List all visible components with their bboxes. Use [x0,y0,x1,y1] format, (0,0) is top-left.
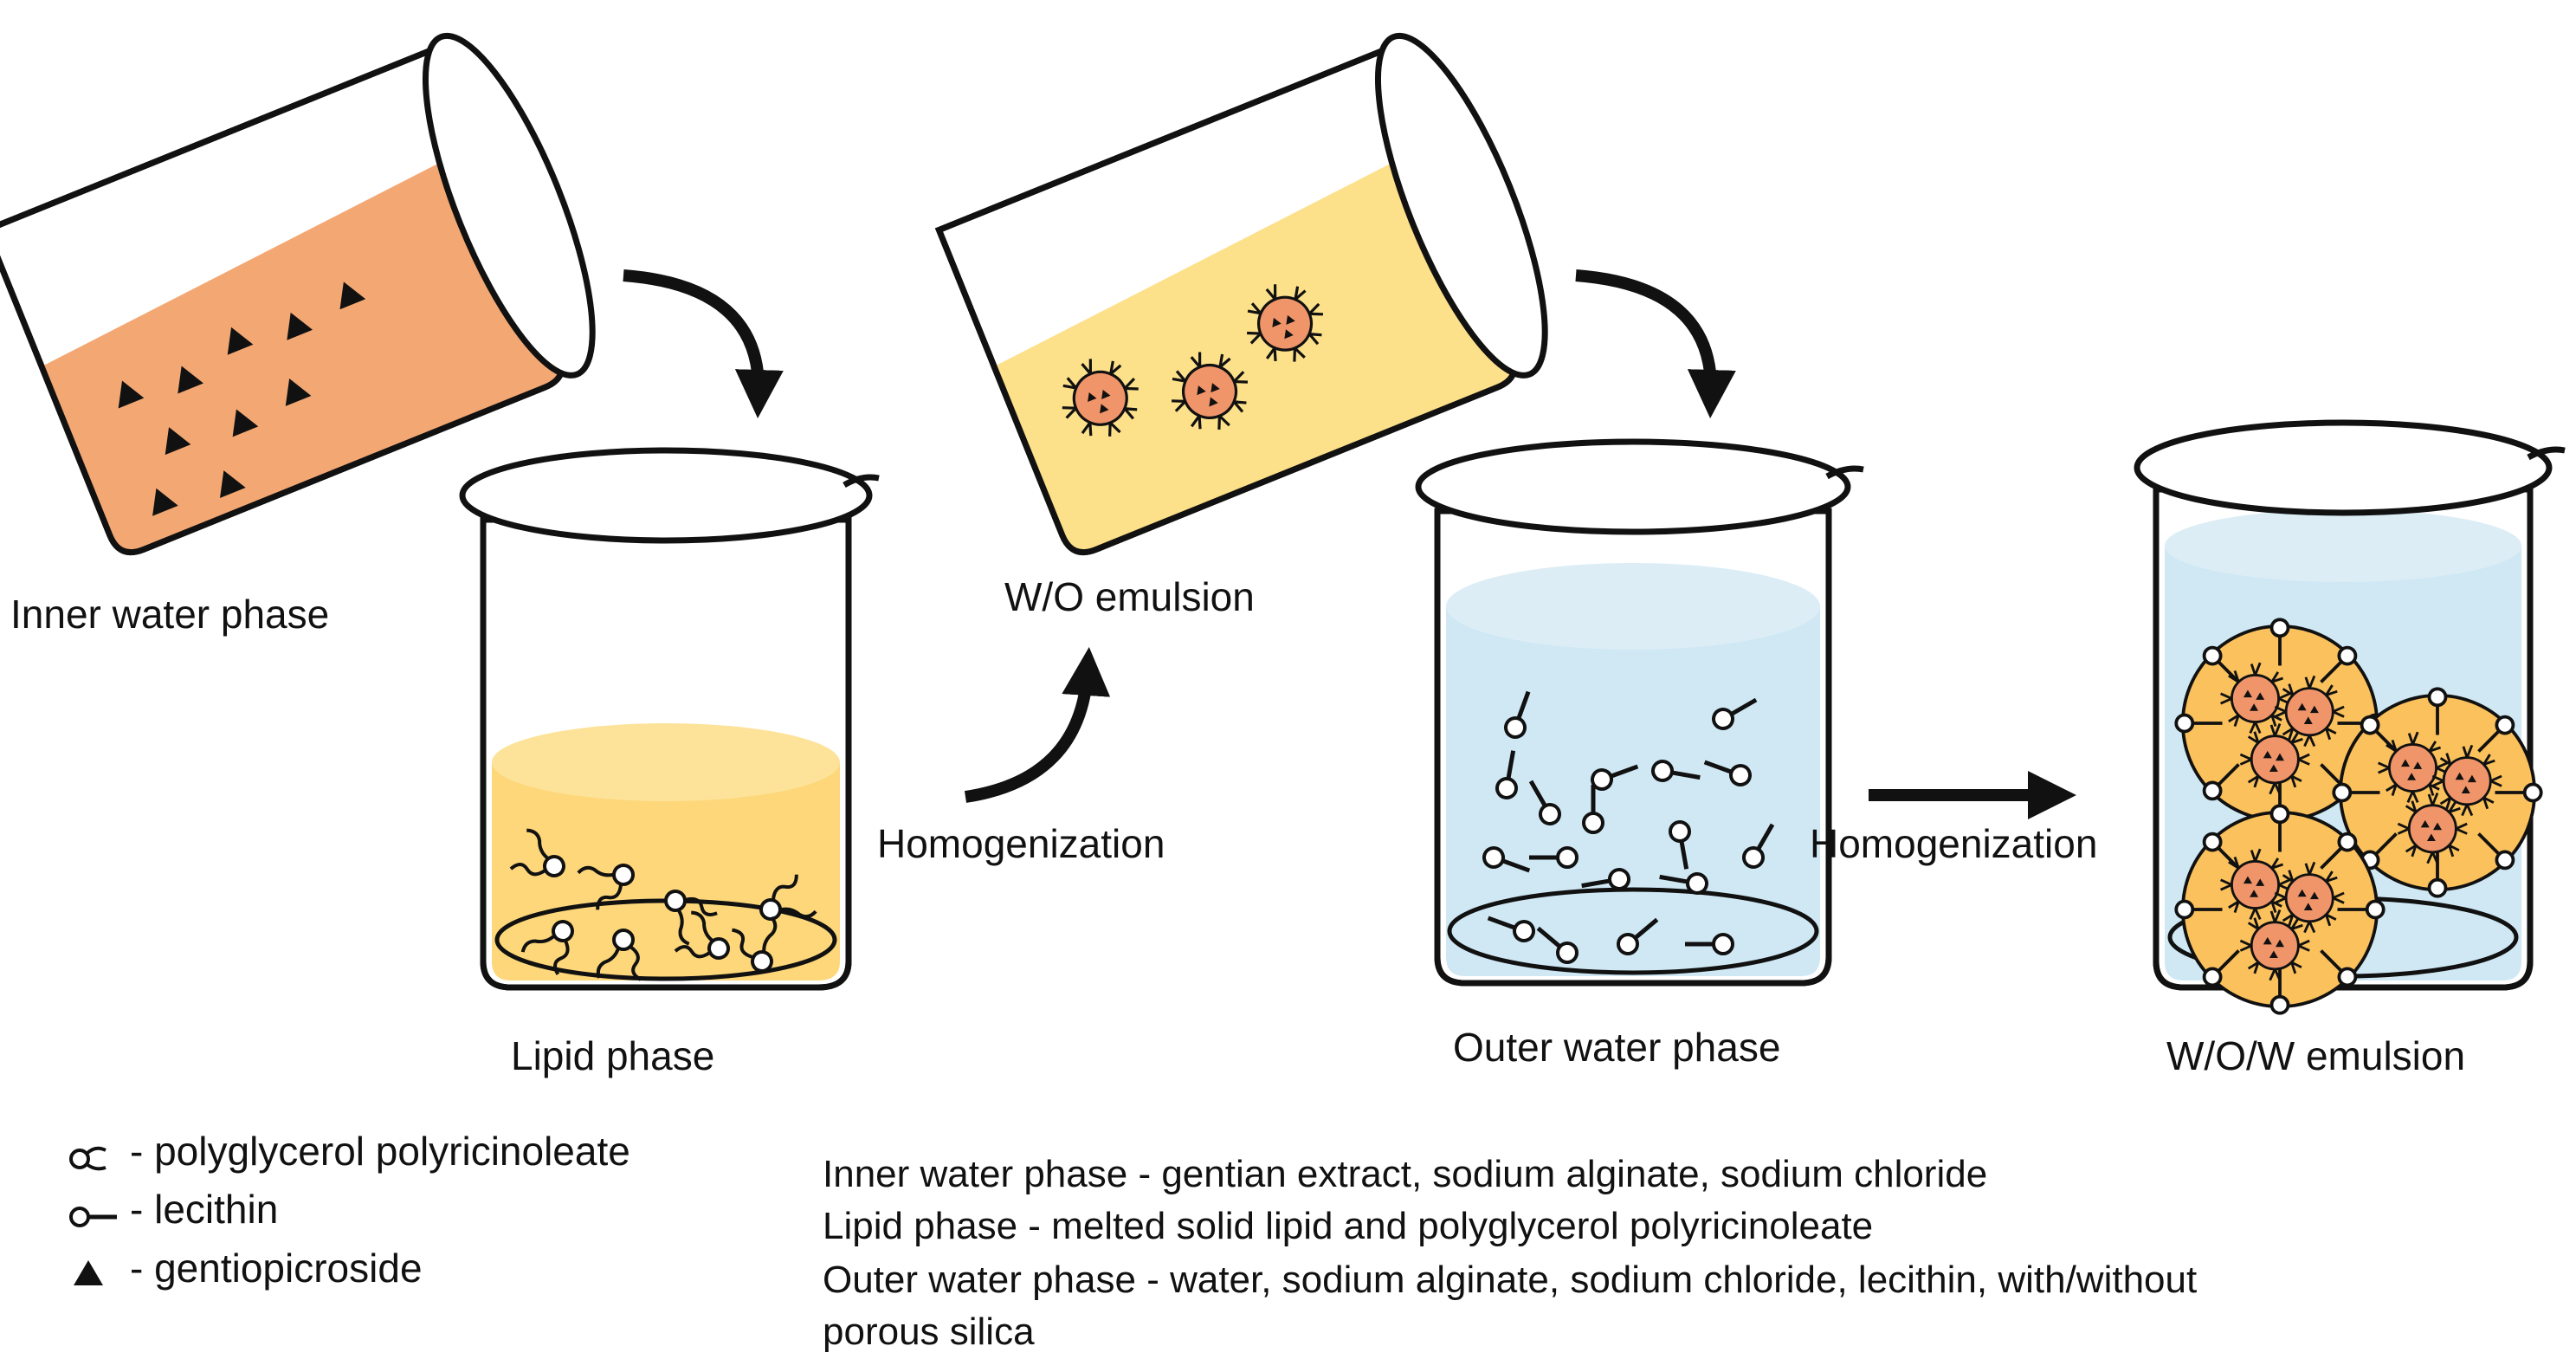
lecithin-icon [69,1207,117,1227]
legend-text-lecithin: - lecithin [130,1187,278,1232]
label-wo-emulsion: W/O emulsion [1004,574,1255,619]
note-outer-water: Outer water phase - water, sodium algina… [823,1259,2197,1301]
homogenization-arrow-1 [964,647,1111,803]
legend-text-gentiopicroside: - gentiopicroside [130,1246,423,1291]
label-inner-water-phase: Inner water phase [10,592,329,637]
wow-emulsion-beaker [2134,419,2566,1013]
legend: - polyglycerol polyricinoleate - lecithi… [69,1129,630,1291]
note-inner-water: Inner water phase - gentian extract, sod… [823,1153,1987,1195]
pour-arrow-2 [1575,269,1736,418]
label-homogenization-1: Homogenization [877,821,1165,866]
gentiopicroside-triangle-icon [74,1260,103,1285]
label-homogenization-2: Homogenization [1810,821,2097,866]
note-outer-water-cont: porous silica [823,1311,1035,1353]
pour-arrow-1 [623,269,784,418]
composition-notes: Inner water phase - gentian extract, sod… [823,1153,2197,1353]
label-wow-emulsion: W/O/W emulsion [2166,1033,2465,1078]
lipid-phase-beaker [459,447,880,991]
outer-water-beaker [1415,438,1864,987]
polyglycerol-polyricinoleate-icon [69,1146,107,1171]
note-lipid: Lipid phase - melted solid lipid and pol… [823,1205,1873,1247]
label-outer-water-phase: Outer water phase [1453,1025,1780,1070]
legend-text-pgpr: - polyglycerol polyricinoleate [130,1129,630,1174]
wo-emulsion-beaker [934,32,1548,556]
inner-water-beaker [0,32,596,556]
label-lipid-phase: Lipid phase [511,1033,714,1078]
